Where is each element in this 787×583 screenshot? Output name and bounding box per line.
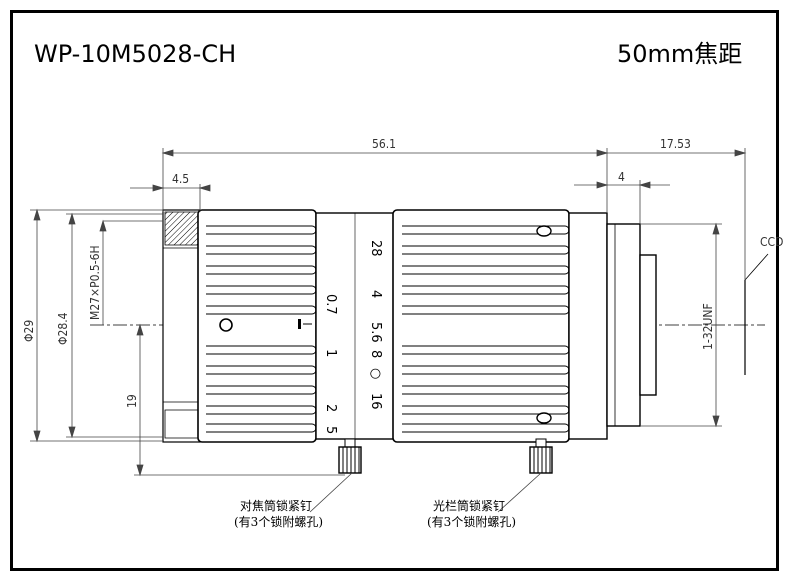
focus-screw-note: 对焦筒锁紧钉 — [240, 498, 312, 513]
aperture-mark: 2 — [323, 404, 338, 412]
focus-mark: 4 — [368, 290, 383, 298]
iris-lock-screw-icon — [529, 438, 553, 474]
sensor-plane: CCD — [744, 235, 783, 375]
mount-thread-dim: 1-32UNF — [701, 303, 715, 350]
inner-diameter-dim: Φ28.4 — [56, 312, 70, 345]
focus-lock-screw-icon — [338, 438, 362, 474]
rear-sleeve — [568, 212, 608, 440]
focus-mark: 16 — [368, 393, 383, 410]
focus-mark: ○ — [368, 368, 383, 379]
outer-diameter-dim: Φ29 — [22, 320, 36, 342]
mount-step-dim: 4 — [618, 170, 625, 184]
mount-length-dim: 17.53 — [660, 137, 691, 151]
ccd-label: CCD — [760, 235, 783, 249]
iris-screw-note: 光栏筒锁紧钉 — [433, 498, 505, 513]
c-mount — [606, 223, 657, 427]
focus-screw-hole-icon — [536, 225, 552, 237]
aperture-mark: 0.7 — [323, 294, 338, 315]
model-title: WP-10M5028-CH — [34, 40, 237, 68]
overall-length-dim: 56.1 — [372, 137, 396, 151]
filter-thread-dim: M27×P0.5-6H — [88, 245, 102, 320]
aperture-scale: 0.7 1 2 5 — [323, 294, 338, 434]
focus-screw-hole-icon — [536, 412, 552, 424]
aperture-mark: 1 — [323, 349, 338, 357]
drawing-frame — [10, 10, 779, 571]
focus-mark: 5.6 — [368, 322, 383, 343]
focus-screw-note-sub: (有3个锁附螺孔) — [234, 514, 323, 529]
focal-length-label: 50mm焦距 — [617, 40, 743, 68]
focus-mark: 8 — [368, 350, 383, 358]
center-height-dim: 19 — [125, 394, 139, 408]
focus-ring — [392, 209, 570, 443]
iris-screw-note-sub: (有3个锁附螺孔) — [427, 514, 516, 529]
front-step-dim: 4.5 — [172, 172, 189, 186]
focus-mark: 28 — [368, 240, 383, 257]
iris-screw-hole-icon — [219, 318, 233, 332]
focus-scale: 28 4 5.6 8 ○ 16 — [368, 240, 383, 410]
aperture-mark: 5 — [323, 426, 338, 434]
